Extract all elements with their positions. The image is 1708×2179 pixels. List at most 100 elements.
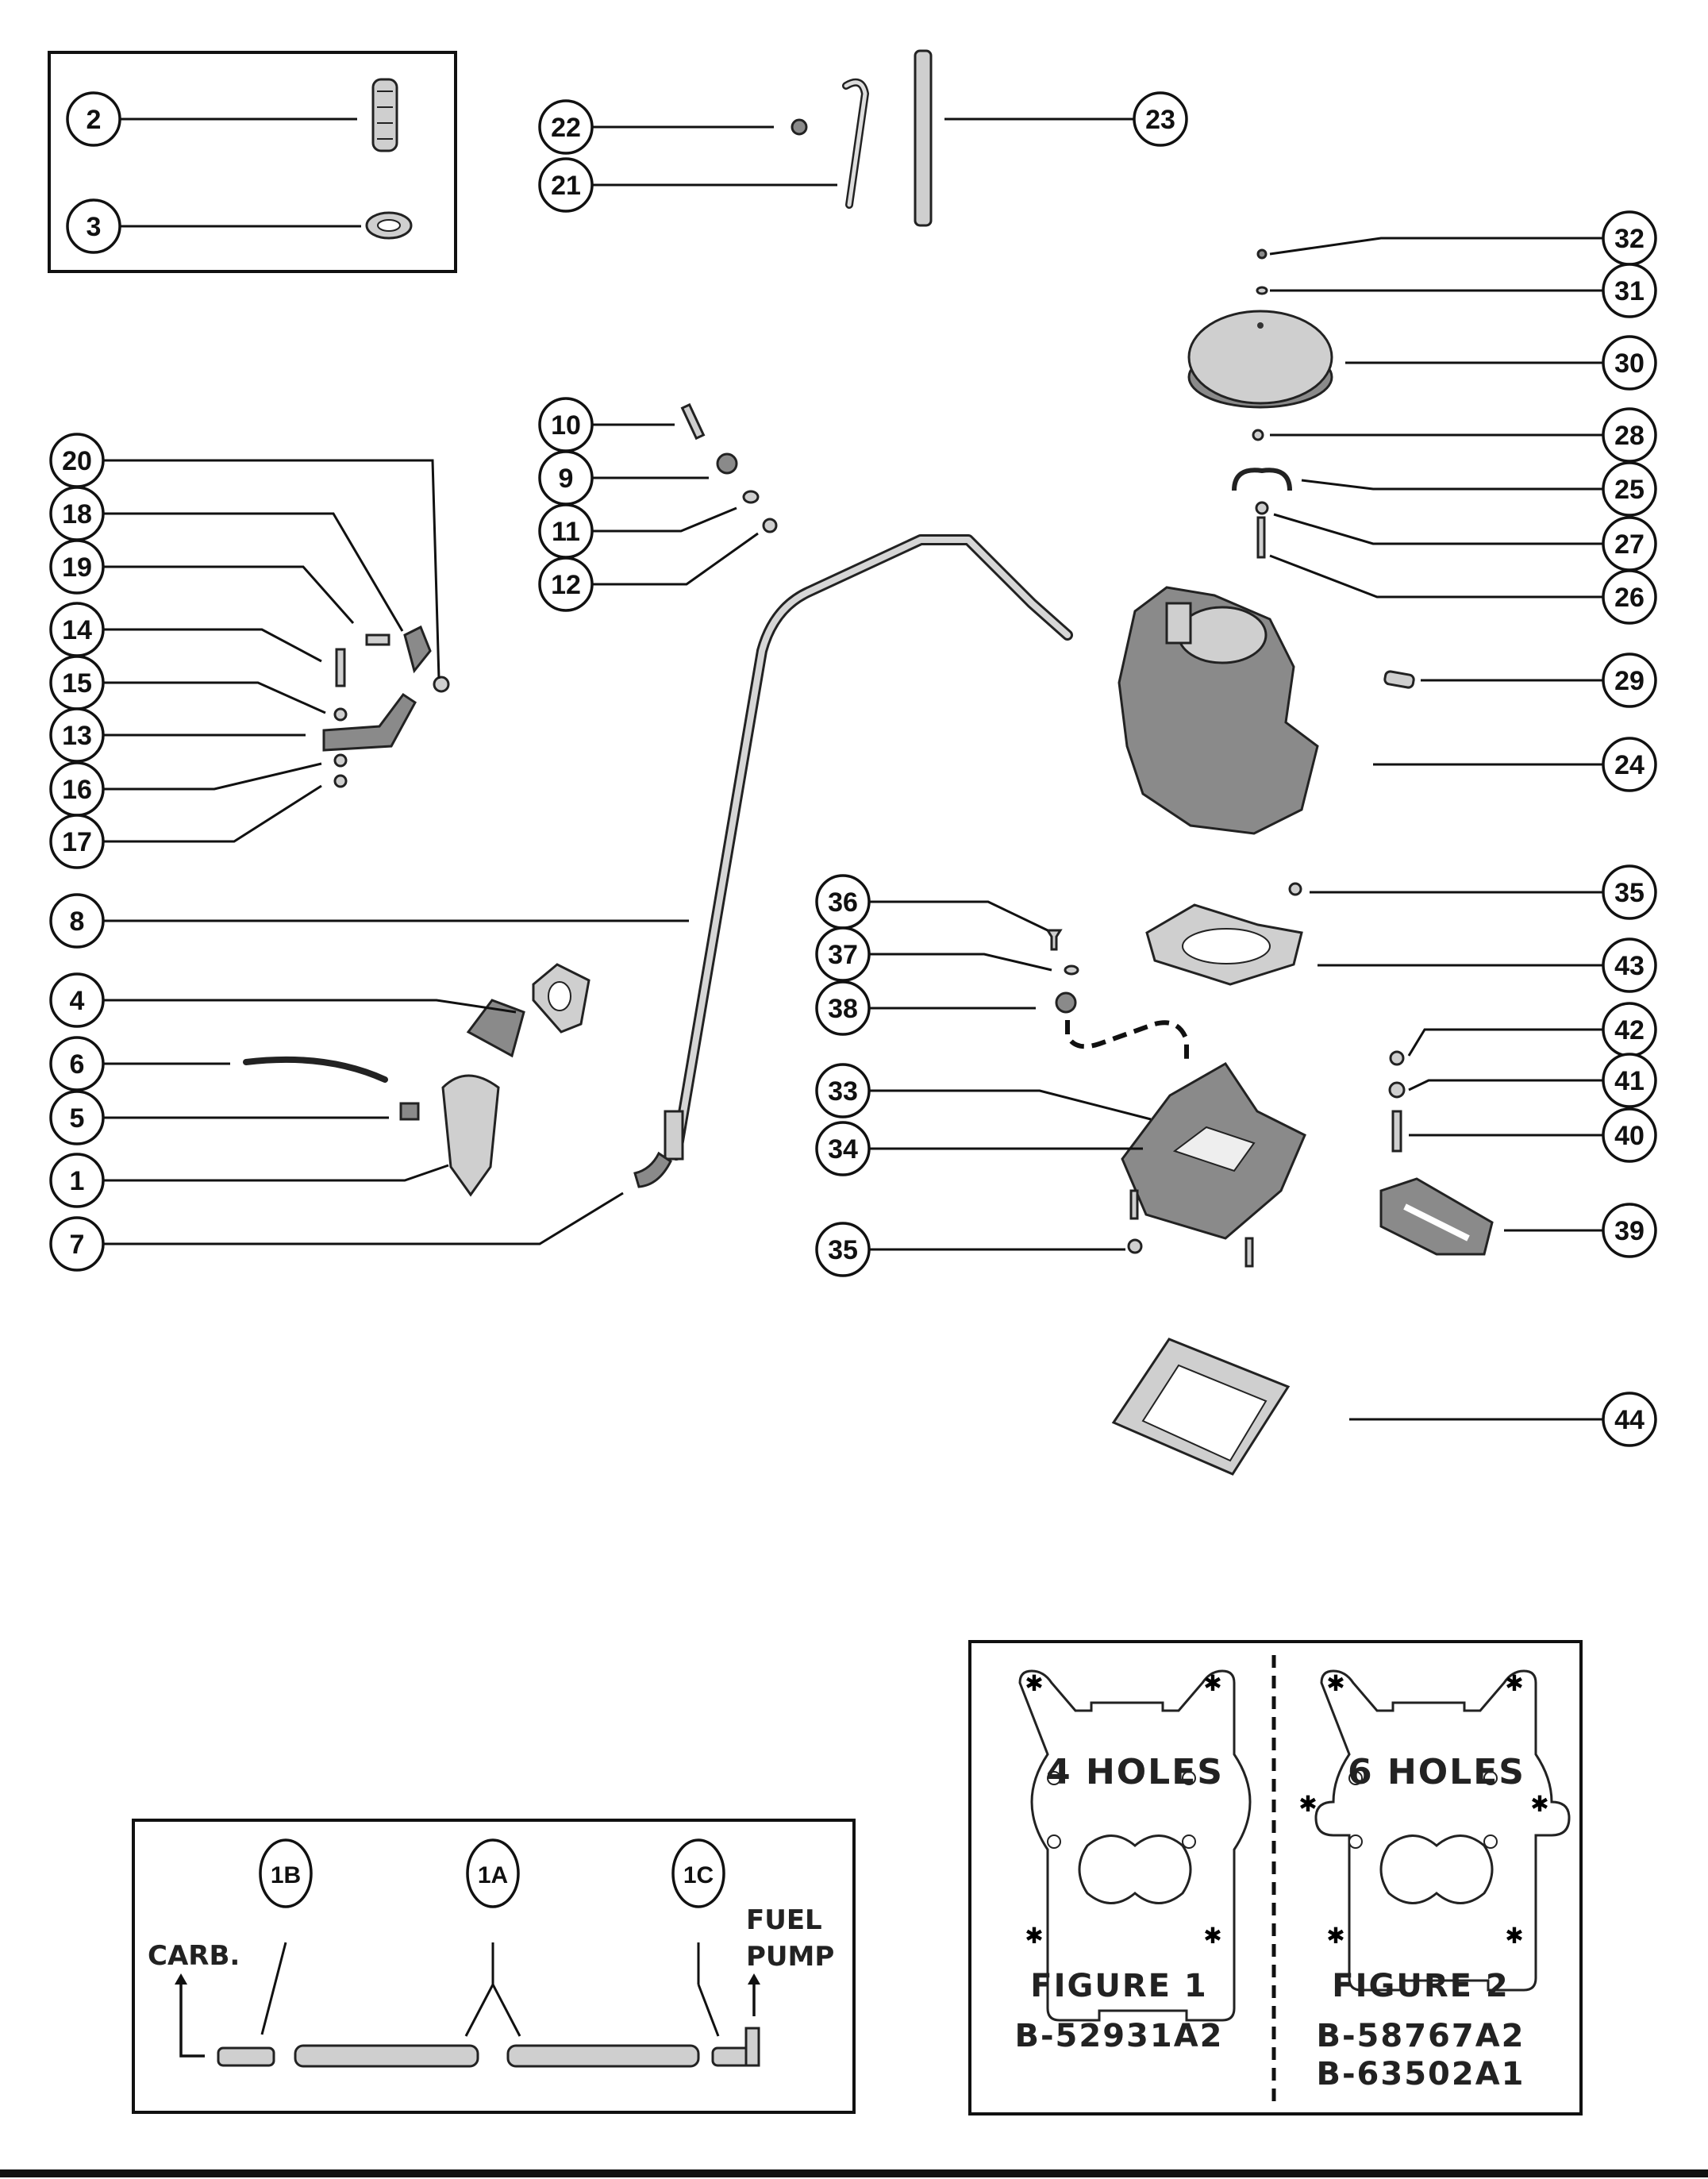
callout-19[interactable]: 19 (49, 539, 105, 595)
callout-25[interactable]: 25 (1602, 461, 1657, 517)
callout-28[interactable]: 28 (1602, 407, 1657, 463)
callout-18[interactable]: 18 (49, 486, 105, 541)
bolt-hole-icon: ✱ (1505, 1671, 1523, 1696)
callout-1[interactable]: 1 (49, 1153, 105, 1208)
callout-5[interactable]: 5 (49, 1090, 105, 1145)
callout-22[interactable]: 22 (538, 99, 594, 155)
callout-bubble (1602, 335, 1657, 391)
bolt-hole-icon: ✱ (1203, 1923, 1221, 1948)
callout-44[interactable]: 44 (1602, 1392, 1657, 1447)
callout-26[interactable]: 26 (1602, 569, 1657, 625)
leader-line-19 (104, 565, 355, 624)
callout-bubble (49, 893, 105, 949)
callout-bubble (466, 1838, 520, 1908)
callout-4[interactable]: 4 (49, 972, 105, 1028)
callout-34[interactable]: 34 (815, 1121, 871, 1176)
callout-number: 22 (551, 113, 581, 143)
callout-bubble (1602, 461, 1657, 517)
leader-line-25 (1301, 479, 1602, 491)
callout-43[interactable]: 43 (1602, 937, 1657, 993)
callout-bubble (49, 1090, 105, 1145)
screw-14-icon (335, 648, 346, 687)
callout-14[interactable]: 14 (49, 602, 105, 657)
leader-line-14 (104, 628, 322, 663)
leader-line-37 (870, 953, 1052, 972)
bolt-hole-icon: ✱ (1326, 1671, 1344, 1696)
callout-36[interactable]: 36 (815, 874, 871, 930)
bolt-hole-icon: ✱ (1505, 1923, 1523, 1948)
callout-32[interactable]: 32 (1602, 210, 1657, 266)
callout-23[interactable]: 23 (1133, 91, 1188, 147)
washer-15-icon (333, 707, 348, 722)
callout-number: 1C (683, 1862, 714, 1888)
hose-1a-left-icon (294, 2044, 479, 2068)
callout-number: 43 (1614, 951, 1645, 981)
callout-bubble (1602, 737, 1657, 792)
flame-arrestor-30-icon (1187, 310, 1333, 409)
callout-bubble (815, 926, 871, 982)
callout-12[interactable]: 12 (538, 556, 594, 612)
callout-bubble (815, 1222, 871, 1277)
figure-1-holes-label: 4 HOLES (1046, 1752, 1224, 1792)
callout-38[interactable]: 38 (815, 980, 871, 1036)
nut-35-upper-icon (1288, 882, 1302, 896)
callout-3[interactable]: 3 (66, 198, 121, 254)
callout-number: 15 (62, 668, 92, 699)
callout-number: 28 (1614, 421, 1645, 451)
callout-2[interactable]: 2 (66, 91, 121, 147)
callout-7[interactable]: 7 (49, 1216, 105, 1272)
callout-21[interactable]: 21 (538, 157, 594, 213)
callout-41[interactable]: 41 (1602, 1053, 1657, 1108)
callout-1a[interactable]: 1A (466, 1838, 520, 1908)
callout-30[interactable]: 30 (1602, 335, 1657, 391)
callout-number: 11 (552, 517, 580, 547)
callout-20[interactable]: 20 (49, 433, 105, 488)
clamp-18-icon (403, 625, 432, 674)
callout-number: 34 (828, 1134, 858, 1165)
nut-12-icon (762, 518, 778, 533)
callout-16[interactable]: 16 (49, 761, 105, 817)
callout-13[interactable]: 13 (49, 707, 105, 763)
callout-29[interactable]: 29 (1602, 653, 1657, 708)
callout-number: 33 (828, 1076, 858, 1107)
callout-number: 35 (828, 1235, 858, 1265)
callout-42[interactable]: 42 (1602, 1002, 1657, 1057)
callout-15[interactable]: 15 (49, 655, 105, 710)
callout-number: 13 (62, 721, 92, 751)
callout-number: 44 (1614, 1405, 1645, 1435)
callout-bubble (49, 814, 105, 869)
callout-number: 12 (551, 570, 581, 600)
callout-10[interactable]: 10 (538, 397, 594, 452)
bracket-13-icon (322, 692, 417, 752)
callout-number: 37 (828, 940, 858, 970)
leader-line-7 (104, 1192, 624, 1245)
clip-25-icon (1232, 468, 1292, 491)
callout-number: 31 (1614, 276, 1645, 306)
callout-40[interactable]: 40 (1602, 1107, 1657, 1163)
callout-39[interactable]: 39 (1602, 1203, 1657, 1258)
callout-31[interactable]: 31 (1602, 263, 1657, 318)
carburetor-gasket-43-icon (1145, 903, 1303, 986)
callout-35b[interactable]: 35 (815, 1222, 871, 1277)
callout-6[interactable]: 6 (49, 1036, 105, 1091)
washer-31-icon (1256, 286, 1268, 295)
callout-number: 23 (1145, 105, 1175, 135)
callout-1b[interactable]: 1B (259, 1838, 313, 1908)
callout-number: 19 (62, 552, 92, 583)
callout-11[interactable]: 11 (538, 503, 594, 559)
callout-17[interactable]: 17 (49, 814, 105, 869)
adaptor-gasket-44-icon (1111, 1338, 1291, 1476)
callout-9[interactable]: 9 (538, 450, 594, 506)
callout-number: 35 (1614, 878, 1645, 908)
callout-33[interactable]: 33 (815, 1063, 871, 1118)
callout-27[interactable]: 27 (1602, 516, 1657, 572)
callout-1c[interactable]: 1C (671, 1838, 725, 1908)
gasket-figure-2: ✱ ✱ ✱ ✱ ✱ ✱ (1298, 1669, 1571, 1992)
bolt-hole-icon: ✱ (1203, 1671, 1221, 1696)
callout-24[interactable]: 24 (1602, 737, 1657, 792)
callout-37[interactable]: 37 (815, 926, 871, 982)
callout-bubble (1602, 569, 1657, 625)
callout-8[interactable]: 8 (49, 893, 105, 949)
callout-bubble (1602, 1053, 1657, 1108)
callout-35a[interactable]: 35 (1602, 864, 1657, 920)
